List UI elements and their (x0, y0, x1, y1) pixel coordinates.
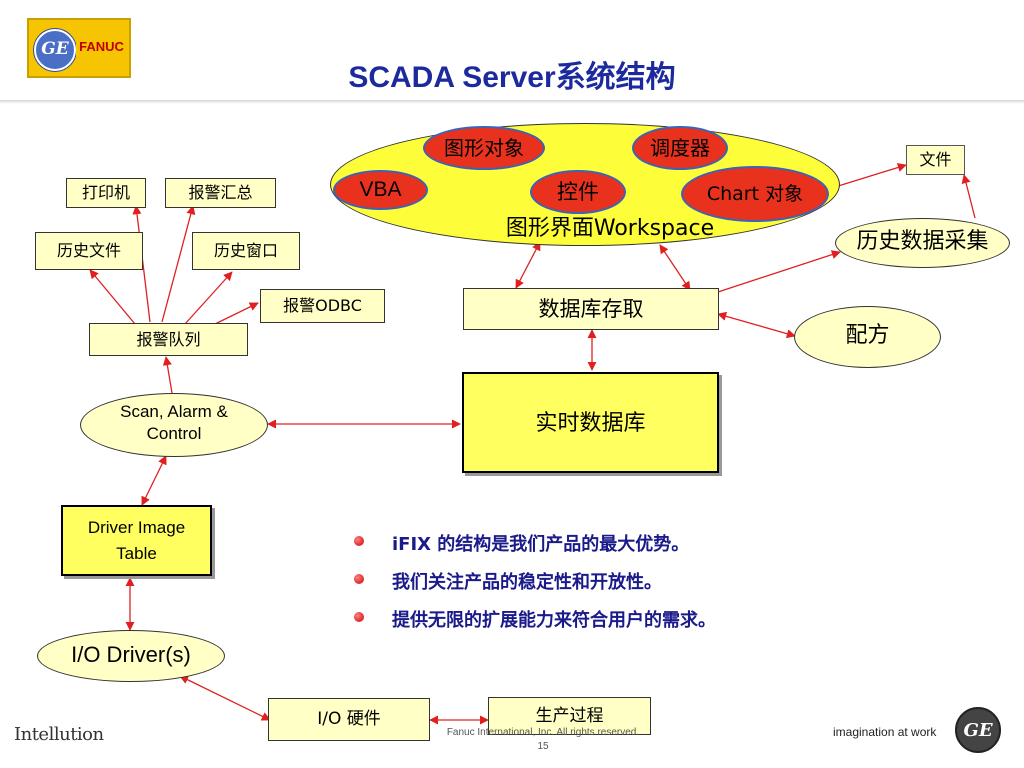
graphic-object-node: 图形对象 (423, 126, 545, 170)
tagline: imagination at work (833, 725, 937, 739)
recipe-node: 配方 (794, 306, 941, 368)
alarm-summary-box: 报警汇总 (165, 178, 276, 208)
workspace-label: 图形界面Workspace (505, 216, 715, 241)
historical-window-box: 历史窗口 (192, 232, 300, 270)
historical-file-box: 历史文件 (35, 232, 143, 270)
database-access-box: 数据库存取 (463, 288, 719, 330)
realtime-database-box: 实时数据库 (462, 372, 719, 473)
ge-footer-logo-icon: GE (955, 707, 1001, 753)
fanuc-logo-text: FANUC (76, 38, 127, 56)
bullet-item: iFIX 的结构是我们产品的最大优势。 (352, 530, 952, 568)
bullet-list: iFIX 的结构是我们产品的最大优势。 我们关注产品的稳定性和开放性。 提供无限… (352, 530, 952, 644)
page-title: SCADA Server系统结构 (348, 61, 676, 94)
vba-node: VBA (333, 170, 428, 210)
alarm-odbc-box: 报警ODBC (260, 289, 385, 323)
io-hardware-box: I/O 硬件 (268, 698, 430, 741)
scan-alarm-control-node: Scan, Alarm & Control (80, 393, 268, 457)
alarm-queue-box: 报警队列 (89, 323, 248, 356)
control-node: 控件 (530, 170, 626, 214)
header-divider (0, 100, 1024, 104)
bullet-item: 我们关注产品的稳定性和开放性。 (352, 568, 952, 606)
page-number: 15 (537, 741, 549, 752)
production-process-box: 生产过程 (488, 697, 651, 735)
driver-image-table-box: Driver Image Table (61, 505, 212, 576)
ge-logo-icon: GE (34, 29, 76, 71)
intellution-logo: Intellution (14, 724, 104, 745)
printer-box: 打印机 (66, 178, 146, 208)
io-driver-node: I/O Driver(s) (37, 630, 225, 682)
bullet-dot-icon (354, 574, 364, 584)
scheduler-node: 调度器 (632, 126, 728, 170)
bullet-dot-icon (354, 536, 364, 546)
ge-fanuc-logo: GE FANUC (27, 18, 131, 78)
bullet-dot-icon (354, 612, 364, 622)
historical-collection-node: 历史数据采集 (835, 218, 1010, 268)
chart-object-node: Chart 对象 (681, 166, 829, 222)
bullet-item: 提供无限的扩展能力来符合用户的需求。 (352, 606, 952, 644)
copyright-text: Fanuc International, Inc. All rights res… (446, 727, 640, 738)
file-box: 文件 (906, 145, 965, 175)
